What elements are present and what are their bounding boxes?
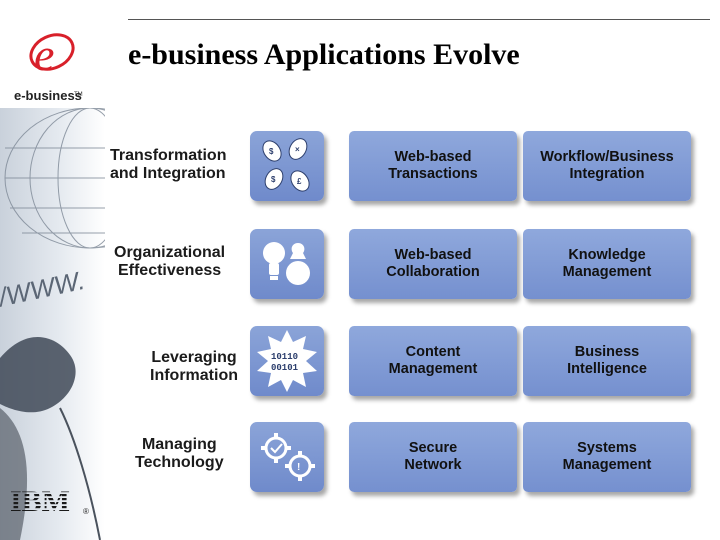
www-decor-text: /WWW. <box>0 265 87 313</box>
card-label: Business Intelligence <box>567 344 647 377</box>
exchange-mice-icon: $ × $ £ <box>262 138 310 192</box>
logo-trademark: TM <box>74 92 83 98</box>
row-label-organizational: Organizational Effectiveness <box>114 244 226 279</box>
card-label: Workflow/Business Integration <box>540 149 674 182</box>
svg-text:!: ! <box>297 462 300 473</box>
svg-text:10110: 10110 <box>271 352 298 362</box>
card-label: Content Management <box>388 344 478 377</box>
card-secure-network[interactable]: Secure Network <box>349 422 517 492</box>
svg-text:×: × <box>295 145 300 154</box>
bulb-chess-icon <box>263 242 310 285</box>
card-workflow-business-integration[interactable]: Workflow/Business Integration <box>523 131 691 201</box>
ibm-logo-icon: IBM ® <box>10 485 89 518</box>
card-label: Secure Network <box>404 440 462 473</box>
e-logo-icon: e <box>29 29 75 78</box>
ebusiness-logo: e TM e-business <box>14 26 84 106</box>
card-systems-management[interactable]: Systems Management <box>523 422 691 492</box>
icon-tile-transformation: $ × $ £ <box>250 131 324 201</box>
svg-text:$: $ <box>269 147 274 156</box>
svg-text:®: ® <box>83 507 89 516</box>
svg-text:00101: 00101 <box>271 363 299 373</box>
gears-icon: ! <box>261 433 315 481</box>
card-label: Systems Management <box>562 440 652 473</box>
svg-text:£: £ <box>297 177 302 186</box>
icon-tile-managing: ! <box>250 422 324 492</box>
card-label: Web-based Collaboration <box>386 247 480 280</box>
globe-and-mouse-graphic: /WWW. <box>0 108 105 540</box>
title-rule <box>128 19 710 20</box>
row-label-managing: Managing Technology <box>135 436 224 471</box>
svg-text:IBM: IBM <box>10 486 70 516</box>
ibm-logo: IBM ® <box>10 485 94 521</box>
logo-text: e-business <box>14 88 82 103</box>
page-title: e-business Applications Evolve <box>128 38 520 71</box>
card-web-based-transactions[interactable]: Web-based Transactions <box>349 131 517 201</box>
card-business-intelligence[interactable]: Business Intelligence <box>523 326 691 396</box>
card-web-based-collaboration[interactable]: Web-based Collaboration <box>349 229 517 299</box>
card-content-management[interactable]: Content Management <box>349 326 517 396</box>
card-label: Knowledge Management <box>562 247 652 280</box>
svg-text:e: e <box>34 29 54 78</box>
decorative-photo-strip: /WWW. <box>0 108 105 540</box>
card-knowledge-management[interactable]: Knowledge Management <box>523 229 691 299</box>
icon-tile-organizational <box>250 229 324 299</box>
row-label-leveraging: Leveraging Information <box>150 349 238 384</box>
row-label-transformation: Transformation and Integration <box>110 147 227 182</box>
card-label: Web-based Transactions <box>388 149 478 182</box>
svg-text:$: $ <box>271 175 276 184</box>
